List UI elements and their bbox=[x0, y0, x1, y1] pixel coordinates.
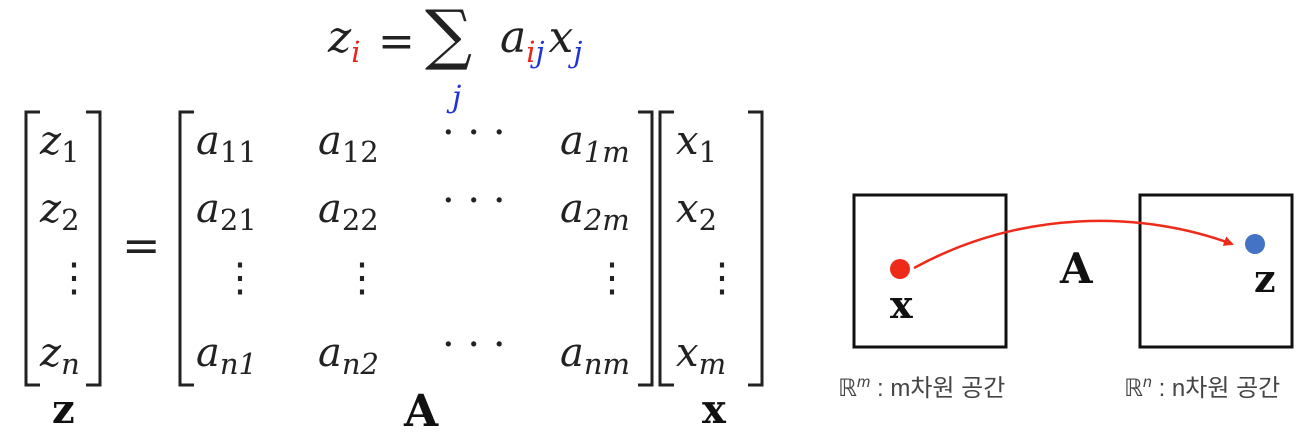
z-entry-2: z2 bbox=[40, 186, 80, 237]
z-entry-vdots: ⋮ bbox=[54, 255, 94, 301]
matrix-equals: = bbox=[122, 218, 161, 272]
domain-caption: ℝm : m차원 공간 bbox=[838, 368, 1005, 403]
arrow-label-A: A bbox=[1060, 244, 1093, 293]
point-x bbox=[890, 259, 910, 279]
x-entry-m: xm bbox=[676, 330, 727, 381]
sum-index: j bbox=[452, 80, 462, 115]
codomain-caption-symbol: ℝ bbox=[1124, 375, 1144, 402]
codomain-caption-sup: n bbox=[1143, 374, 1152, 391]
a-cell-n-2: an2 bbox=[318, 330, 379, 381]
eq-var: x bbox=[548, 12, 574, 63]
codomain-caption-text: : n차원 공간 bbox=[1151, 375, 1281, 402]
point-z-label: z bbox=[1254, 256, 1276, 301]
a-cell-n-m: anm bbox=[560, 330, 631, 381]
z-entry-n: zn bbox=[40, 330, 80, 381]
a-cell-3-1-vdots: ⋮ bbox=[220, 255, 260, 301]
a-cell-1-1: a11 bbox=[196, 118, 257, 169]
eq-var-index: j bbox=[573, 35, 583, 69]
x-entry-2: x2 bbox=[676, 186, 718, 237]
z-entry-1: z1 bbox=[40, 118, 80, 169]
bracket-x-left bbox=[658, 110, 674, 387]
codomain-caption: ℝn : n차원 공간 bbox=[1124, 368, 1280, 403]
a-cell-1-m: a1m bbox=[560, 118, 630, 169]
domain-caption-sup: m bbox=[857, 374, 871, 391]
a-cell-n-dots: · · · bbox=[442, 322, 506, 368]
a-cell-3-m-vdots: ⋮ bbox=[592, 255, 632, 301]
a-cell-1-dots: · · · bbox=[442, 110, 506, 156]
bracket-z-right bbox=[86, 110, 102, 387]
eq-coef-index-j: j bbox=[535, 35, 545, 69]
a-cell-2-dots: · · · bbox=[442, 178, 506, 224]
summation-equation: zi bbox=[328, 16, 360, 67]
eq-lhs-index: i bbox=[351, 35, 361, 69]
label-z: z bbox=[52, 386, 75, 433]
matrix-brackets bbox=[24, 110, 764, 387]
a-cell-2-2: a22 bbox=[318, 186, 379, 237]
point-z bbox=[1245, 234, 1265, 254]
eq-rhs: aijxj bbox=[500, 16, 582, 67]
sum-symbol: ∑ bbox=[425, 0, 473, 73]
point-x-label: x bbox=[890, 282, 913, 327]
a-cell-1-2: a12 bbox=[318, 118, 379, 169]
domain-caption-text: : m차원 공간 bbox=[870, 375, 1006, 402]
x-entry-1: x1 bbox=[676, 118, 718, 169]
bracket-x-right bbox=[748, 110, 764, 387]
x-entry-vdots: ⋮ bbox=[702, 255, 742, 301]
a-cell-2-1: a21 bbox=[196, 186, 257, 237]
eq-lhs: z bbox=[328, 12, 352, 63]
eq-equals: = bbox=[378, 16, 415, 67]
bracket-z-left bbox=[24, 110, 40, 387]
mapping-arrow bbox=[913, 219, 1234, 270]
domain-space-box bbox=[852, 193, 1008, 349]
a-cell-3-2-vdots: ⋮ bbox=[342, 255, 382, 301]
bracket-A-right bbox=[638, 110, 654, 387]
domain-caption-symbol: ℝ bbox=[838, 375, 858, 402]
a-cell-n-1: an1 bbox=[196, 330, 257, 381]
a-cell-2-m: a2m bbox=[560, 186, 630, 237]
label-x: x bbox=[702, 386, 726, 433]
bracket-A-left bbox=[178, 110, 194, 387]
label-A: A bbox=[404, 386, 439, 437]
codomain-space-box bbox=[1138, 193, 1294, 349]
eq-coef-index-i: i bbox=[526, 35, 536, 69]
eq-coef: a bbox=[500, 12, 527, 63]
